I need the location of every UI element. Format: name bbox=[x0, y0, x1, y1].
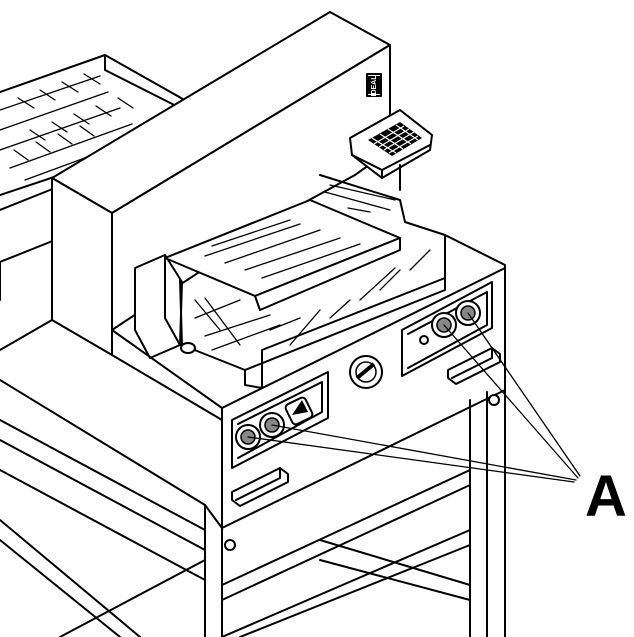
callout-lines bbox=[247, 312, 581, 483]
keypad-panel bbox=[349, 109, 433, 191]
paper-stack bbox=[134, 174, 446, 391]
left-control-panel bbox=[231, 371, 329, 507]
brand-badge: IDEAL bbox=[371, 75, 378, 97]
callout-label-a: A bbox=[585, 464, 627, 529]
head-housing: IDEAL bbox=[51, 11, 391, 356]
stand bbox=[0, 379, 506, 637]
key-switch-icon bbox=[419, 335, 429, 345]
rotary-knob bbox=[349, 355, 383, 389]
keypad-keys bbox=[368, 122, 422, 156]
left-button-3 bbox=[284, 396, 314, 426]
